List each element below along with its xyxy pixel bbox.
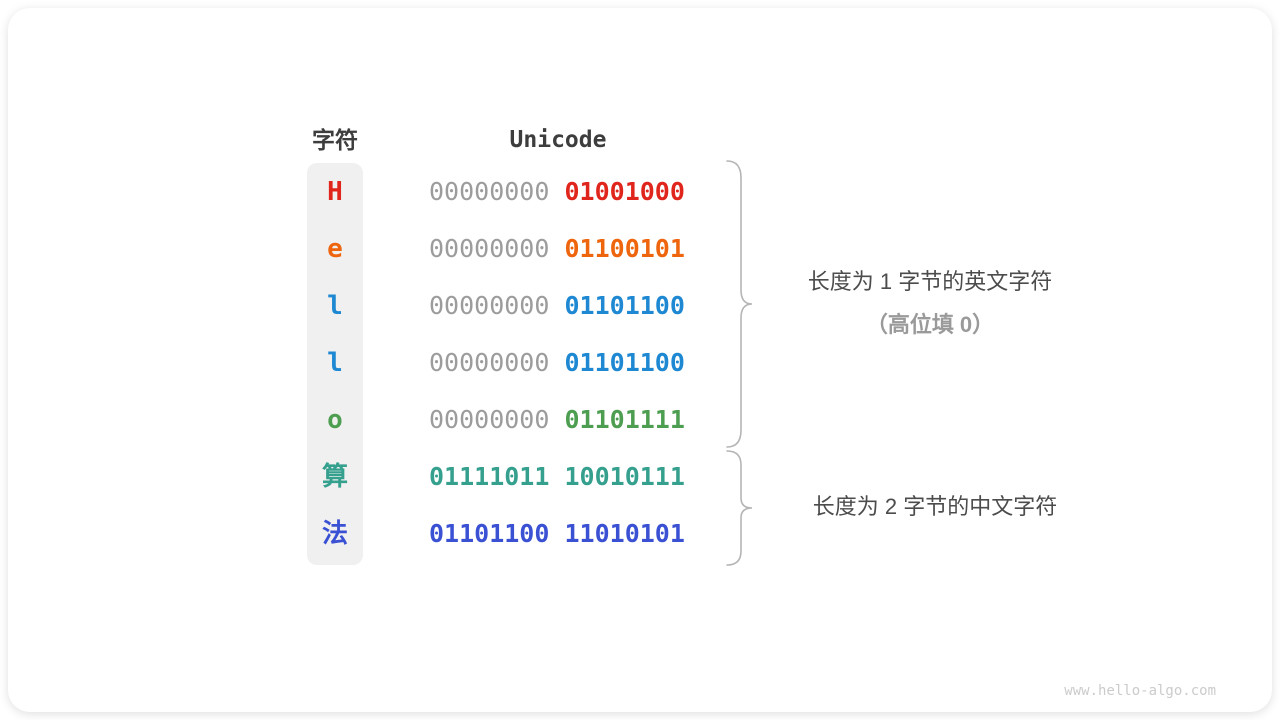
unicode-binary: 00000000 01101100 [429, 348, 685, 378]
binary-byte-low: 01001000 [564, 176, 685, 206]
unicode-binary: 00000000 01100101 [429, 234, 685, 264]
character-cell: l [327, 347, 343, 378]
brace-chinese-group [726, 450, 753, 566]
unicode-binary: 00000000 01101100 [429, 291, 685, 321]
binary-byte-low: 01101100 [564, 347, 685, 377]
column-header-char: 字符 [312, 127, 358, 153]
binary-byte-low: 10010111 [564, 461, 685, 491]
unicode-binary: 01101100 11010101 [429, 519, 685, 549]
unicode-binary: 01111011 10010111 [429, 462, 685, 492]
encoding-row: 法 01101100 11010101 [8, 505, 1272, 562]
binary-byte-high: 00000000 [429, 233, 550, 263]
character-column-background [307, 163, 363, 565]
watermark-url: www.hello-algo.com [1064, 683, 1216, 699]
binary-byte-high: 00000000 [429, 176, 550, 206]
annotation-chinese-chars: 长度为 2 字节的中文字符 [765, 489, 1105, 521]
character-cell: 算 [321, 461, 348, 492]
binary-byte-high: 00000000 [429, 290, 550, 320]
annotation-english-line2: （高位填 0） [865, 312, 995, 337]
character-cell: H [327, 176, 343, 207]
binary-byte-high: 01111011 [429, 461, 550, 491]
unicode-binary: 00000000 01101111 [429, 405, 685, 435]
character-cell: 法 [321, 518, 348, 549]
diagram-card: 字符 Unicode H 00000000 01001000 e 0000000… [8, 8, 1272, 712]
annotation-chinese-line1: 长度为 2 字节的中文字符 [812, 494, 1058, 519]
binary-byte-high: 00000000 [429, 347, 550, 377]
character-cell: e [327, 233, 343, 264]
binary-byte-low: 01101100 [564, 290, 685, 320]
encoding-row: 算 01111011 10010111 [8, 448, 1272, 505]
binary-byte-high: 01101100 [429, 518, 550, 548]
binary-byte-low: 01101111 [564, 404, 685, 434]
encoding-row: l 00000000 01101100 [8, 334, 1272, 391]
encoding-row: e 00000000 01100101 [8, 220, 1272, 277]
encoding-row: l 00000000 01101100 [8, 277, 1272, 334]
binary-byte-low: 01100101 [564, 233, 685, 263]
encoding-row: o 00000000 01101111 [8, 391, 1272, 448]
unicode-binary: 00000000 01001000 [429, 177, 685, 207]
brace-english-group [726, 160, 753, 448]
binary-byte-low: 11010101 [564, 518, 685, 548]
character-cell: l [327, 290, 343, 321]
annotation-english-chars: 长度为 1 字节的英文字符 （高位填 0） [765, 264, 1095, 339]
binary-byte-high: 00000000 [429, 404, 550, 434]
encoding-row: H 00000000 01001000 [8, 163, 1272, 220]
character-cell: o [327, 404, 343, 435]
annotation-english-line1: 长度为 1 字节的英文字符 [807, 269, 1053, 294]
column-header-unicode: Unicode [509, 127, 607, 153]
